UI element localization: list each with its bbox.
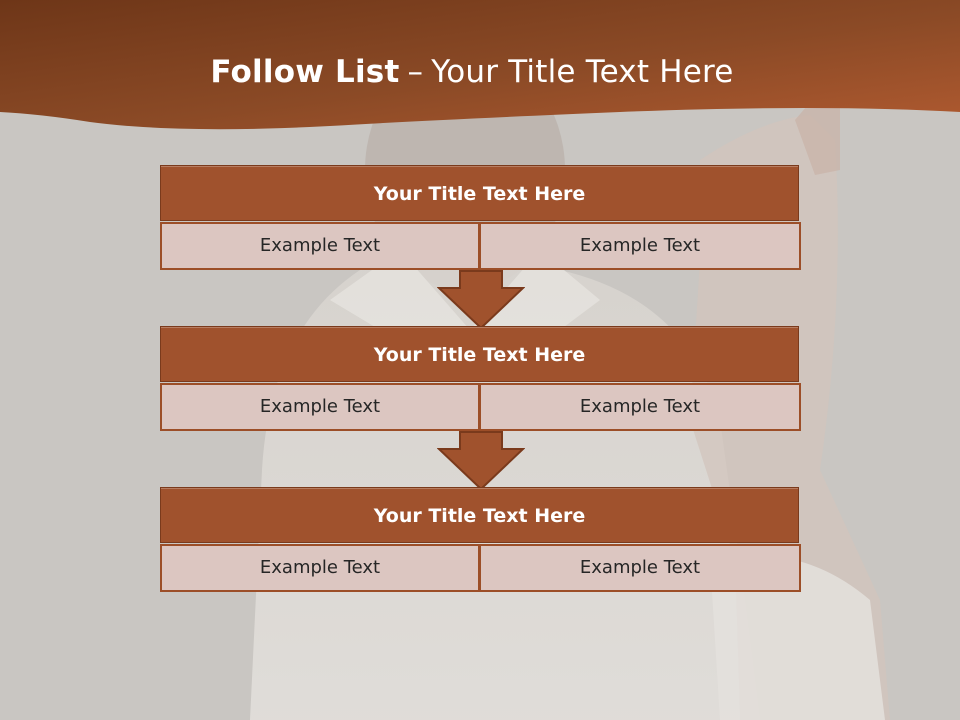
- block-right-cell: Example Text: [480, 383, 801, 431]
- block-title: Your Title Text Here: [160, 165, 799, 221]
- follow-list-block-2: Your Title Text Here Example Text Exampl…: [160, 326, 801, 432]
- follow-list-block-1: Your Title Text Here Example Text Exampl…: [160, 165, 801, 271]
- block-title: Your Title Text Here: [160, 326, 799, 382]
- block-left-cell: Example Text: [160, 222, 480, 270]
- slide-title-dash: –: [407, 54, 424, 90]
- block-right-cell: Example Text: [480, 544, 801, 592]
- title-banner: [0, 0, 960, 130]
- block-title: Your Title Text Here: [160, 487, 799, 543]
- block-left-cell: Example Text: [160, 383, 480, 431]
- down-arrow-icon: [437, 431, 525, 491]
- slide-title-rest: Your Title Text Here: [431, 54, 734, 90]
- block-left-cell: Example Text: [160, 544, 480, 592]
- slide-title: Follow List–Your Title Text Here: [0, 54, 944, 90]
- slide-title-bold: Follow List: [210, 54, 400, 90]
- block-right-cell: Example Text: [480, 222, 801, 270]
- down-arrow-icon: [437, 270, 525, 330]
- follow-list-block-3: Your Title Text Here Example Text Exampl…: [160, 487, 801, 593]
